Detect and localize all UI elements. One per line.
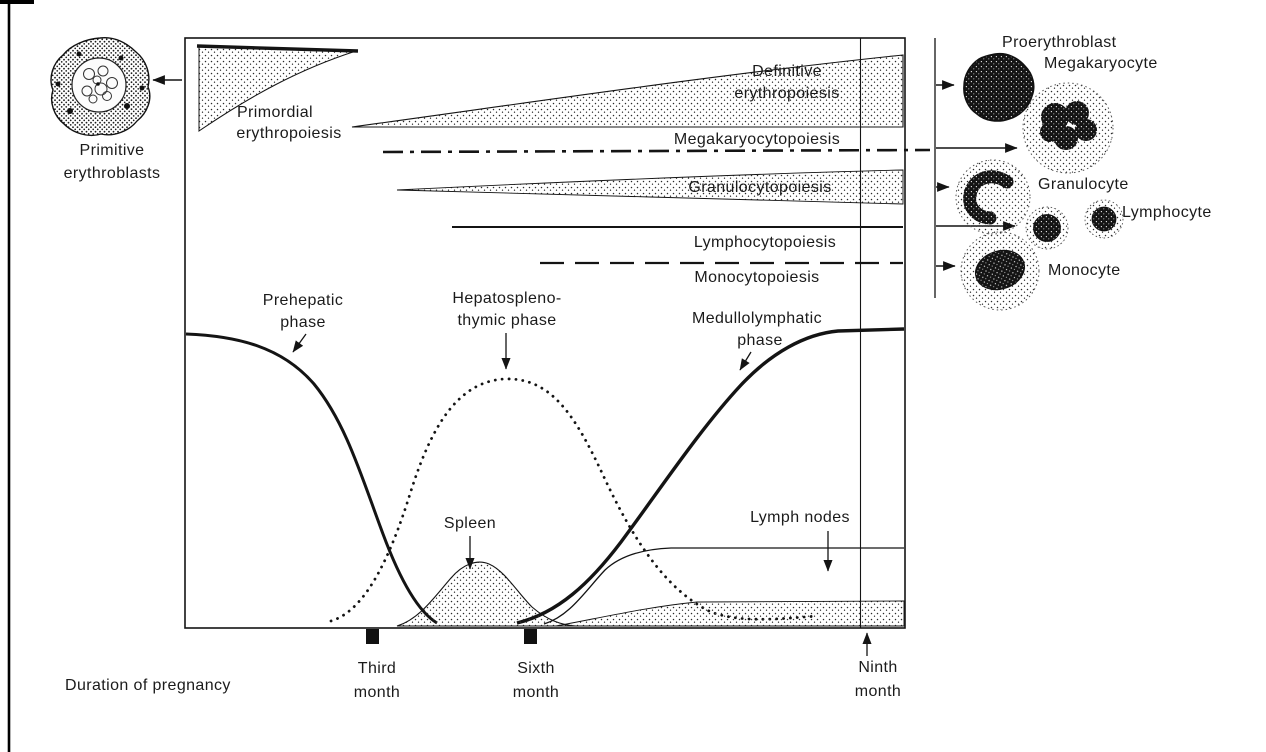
definitive-label-line2: erythropoiesis [734,85,839,102]
bottom-strip-area [555,600,905,627]
proerythroblast-cell [963,52,1035,122]
sixth-month-tick [524,629,537,644]
medullolymphatic-label-line2: phase [737,332,783,349]
bottom-strip [555,600,905,627]
megakaryocyte-cell [1022,82,1114,174]
band-megakaryocytopoiesis: Megakaryocytopoiesis [382,131,931,154]
prehepatic-pointer-arrow [292,333,307,353]
hepatosplenothymic-curve [329,377,819,623]
sixth-month-label-line1: Sixth [517,660,555,677]
band-lymphocytopoiesis: Lymphocytopoiesis [452,226,903,251]
band-definitive-erythropoiesis: Definitive erythropoiesis [351,54,904,128]
lymphocyte-cell-b-nucleus [1091,206,1117,232]
curve-medullolymphatic-phase: Medullolymphatic phase [516,310,905,625]
duration-of-pregnancy-label: Duration of pregnancy [65,677,231,694]
granulocyte-label: Granulocyte [1038,176,1129,193]
granulocytopoiesis-wedge [396,169,904,205]
prehepatic-curve [185,332,438,625]
curve-lymph-nodes: Lymph nodes [543,509,904,625]
ninth-month-label-line1: Ninth [858,659,897,676]
monocytopoiesis-label: Monocytopoiesis [694,269,819,286]
granulocyte-nucleus [963,170,1014,225]
megakaryocytopoiesis-label: Megakaryocytopoiesis [674,131,840,148]
primitive-erythroblasts-label-line1: Primitive [80,142,145,159]
primitive-erythroblasts-label-line2: erythroblasts [64,165,161,182]
definitive-wedge [351,54,904,128]
primordial-wedge [198,45,357,132]
granulocytopoiesis-label: Granulocytopoiesis [688,179,831,196]
granulocyte-cell [955,159,1031,235]
megakaryocyte-label: Megakaryocyte [1044,55,1158,72]
hepatosplenothymic-label-line1: Hepatospleno- [452,290,561,307]
lymphocyte-label: Lymphocyte [1122,204,1212,221]
proerythroblast-label: Proerythroblast [1002,34,1117,51]
curve-prehepatic-phase: Prehepatic phase [185,292,438,625]
lymph-nodes-label: Lymph nodes [750,509,850,526]
medullolymphatic-label-line1: Medullolymphatic [692,310,822,327]
hepatosplenothymic-label-line2: thymic phase [457,312,556,329]
sixth-month-label-line2: month [513,684,559,701]
definitive-label-line1: Definitive [752,63,822,80]
primitive-erythroblast-ring-granules [55,51,145,114]
band-monocytopoiesis: Monocytopoiesis [540,261,903,286]
band-granulocytopoiesis: Granulocytopoiesis [396,169,904,205]
spleen-curve [396,561,577,627]
primordial-label-line1: Primordial [237,104,313,121]
primitive-erythroblast-nucleolus [96,82,100,86]
curve-hepatosplenothymic-phase: Hepatospleno- thymic phase [329,290,819,623]
monocyte-nucleus [975,249,1025,291]
third-month-label-line1: Third [358,660,396,677]
spleen-label: Spleen [444,515,496,532]
lymph-nodes-curve [543,547,904,625]
curve-spleen: Spleen [396,515,577,627]
megakaryocyte-nucleus [1040,101,1097,150]
third-month-tick [366,629,379,644]
prehepatic-label-line1: Prehepatic [263,292,344,309]
primordial-top-line [196,44,359,53]
primitive-erythroblast-inner-cells [81,65,118,104]
lymphocytopoiesis-label: Lymphocytopoiesis [694,234,836,251]
ninth-month-label-line2: month [855,683,901,700]
band-primordial-erythropoiesis: Primordial erythropoiesis [196,44,359,142]
right-panel: Proerythroblast Megakaryocyte Granulocyt… [934,34,1212,311]
megakaryocytopoiesis-line [382,148,931,154]
lymphocyte-cells [1025,199,1124,250]
medullolymphatic-pointer-arrow [739,351,752,371]
lymphocyte-cell-a-nucleus [1033,214,1061,242]
medullolymphatic-curve [516,327,905,625]
plot-area [184,37,906,629]
monocyte-label: Monocyte [1048,262,1121,279]
x-axis: Third month Sixth month Ninth month Dura… [65,629,901,701]
plot-frame [184,37,906,629]
monocyte-cell [960,231,1040,311]
page-edge [0,0,34,752]
primordial-label-line2: erythropoiesis [236,125,341,142]
third-month-label-line2: month [354,684,400,701]
left-cell-primitive-erythroblasts: Primitive erythroblasts [50,36,182,182]
prehepatic-label-line2: phase [280,314,326,331]
